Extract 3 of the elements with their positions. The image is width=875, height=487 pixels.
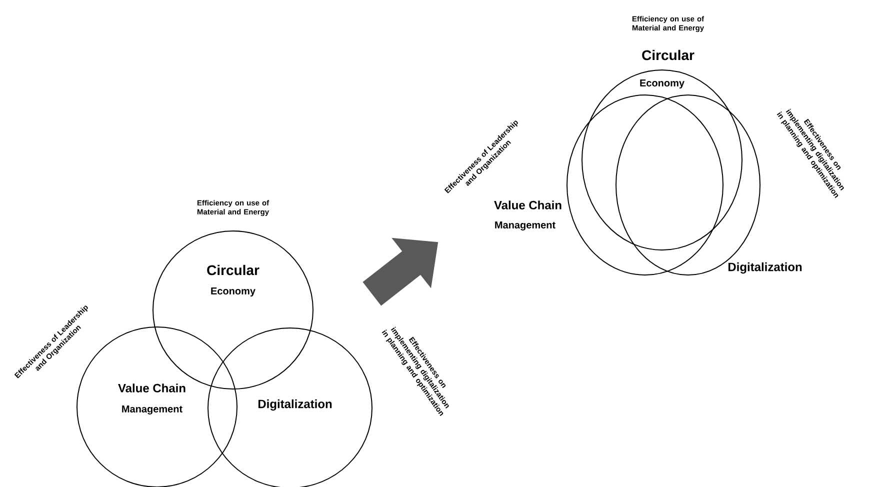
node-label: Value Chain — [494, 200, 562, 210]
node-label: Circular — [642, 50, 694, 60]
node-label: Management — [495, 221, 556, 230]
